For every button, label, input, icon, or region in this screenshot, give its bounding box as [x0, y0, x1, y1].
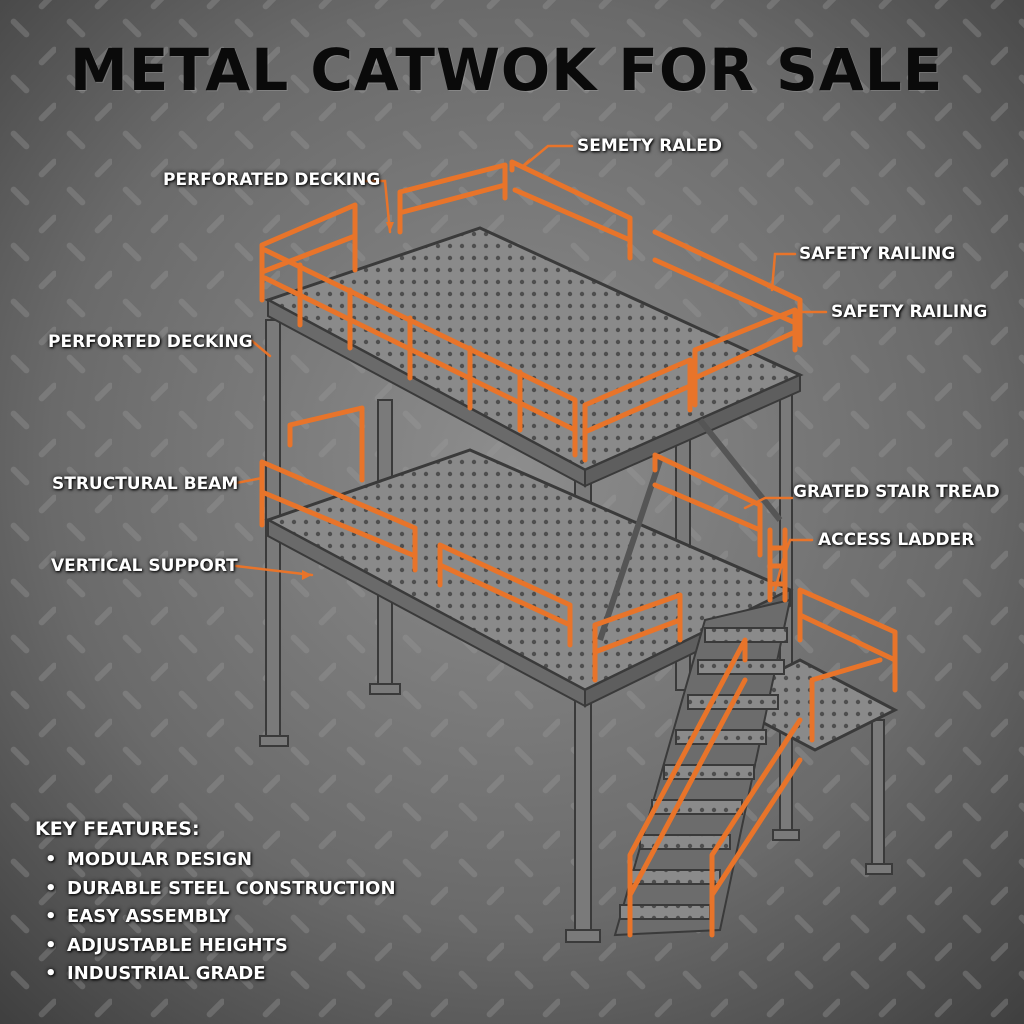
page-title: METAL CATWOK FOR SALE: [70, 36, 944, 104]
bullet-icon: •: [45, 906, 57, 927]
callout-safety-railing: SAFETY RAILING: [831, 302, 988, 322]
feature-item: • ADJUSTABLE HEIGHTS: [45, 932, 396, 961]
callout-access-ladder: ACCESS LADDER: [818, 530, 975, 550]
callout-perforated-decking: PERFORATED DECKING: [163, 170, 381, 190]
safety-railing: [652, 229, 803, 348]
bullet-icon: •: [45, 963, 57, 984]
feature-label: ADJUSTABLE HEIGHTS: [67, 934, 288, 956]
feature-label: MODULAR DESIGN: [67, 849, 253, 870]
safety-railing: [262, 247, 578, 458]
access-ladder: [767, 527, 788, 603]
bullet-icon: •: [45, 934, 57, 956]
key-features-heading: KEY FEATURES:: [35, 818, 200, 840]
callout-semety-raled: SEMETY RALED: [577, 136, 723, 156]
key-features-list: KEY FEATURES: • MODULAR DESIGN • DURABLE S…: [35, 818, 396, 989]
safety-railing: [287, 405, 365, 483]
stair-railing: [709, 717, 803, 938]
callout-safety-railing: SAFETY RAILING: [799, 244, 956, 264]
vertical-post: [871, 719, 885, 871]
feature-item: • DURABLE STEEL CONSTRUCTION: [45, 875, 396, 904]
safety-railing: [509, 159, 633, 261]
bullet-icon: •: [45, 877, 57, 899]
feature-label: DURABLE STEEL CONSTRUCTION: [67, 877, 396, 899]
feature-item: • MODULAR DESIGN: [45, 846, 396, 875]
callout-vertical-support: VERTICAL SUPPORT: [51, 556, 238, 576]
safety-railing: [397, 162, 508, 235]
stairs: [613, 598, 792, 937]
feature-label: INDUSTRIAL GRADE: [67, 963, 266, 984]
callout-perforted-decking: PERFORTED DECKING: [48, 332, 253, 352]
bullet-icon: •: [45, 849, 57, 870]
callout-structural-beam: STRUCTURAL BEAM: [52, 474, 239, 494]
feature-label: EASY ASSEMBLY: [67, 906, 231, 927]
feature-item: • INDUSTRIAL GRADE: [45, 960, 396, 989]
feature-item: • EASY ASSEMBLY: [45, 903, 396, 932]
callout-grated-stair-tread: GRATED STAIR TREAD: [793, 482, 1000, 502]
